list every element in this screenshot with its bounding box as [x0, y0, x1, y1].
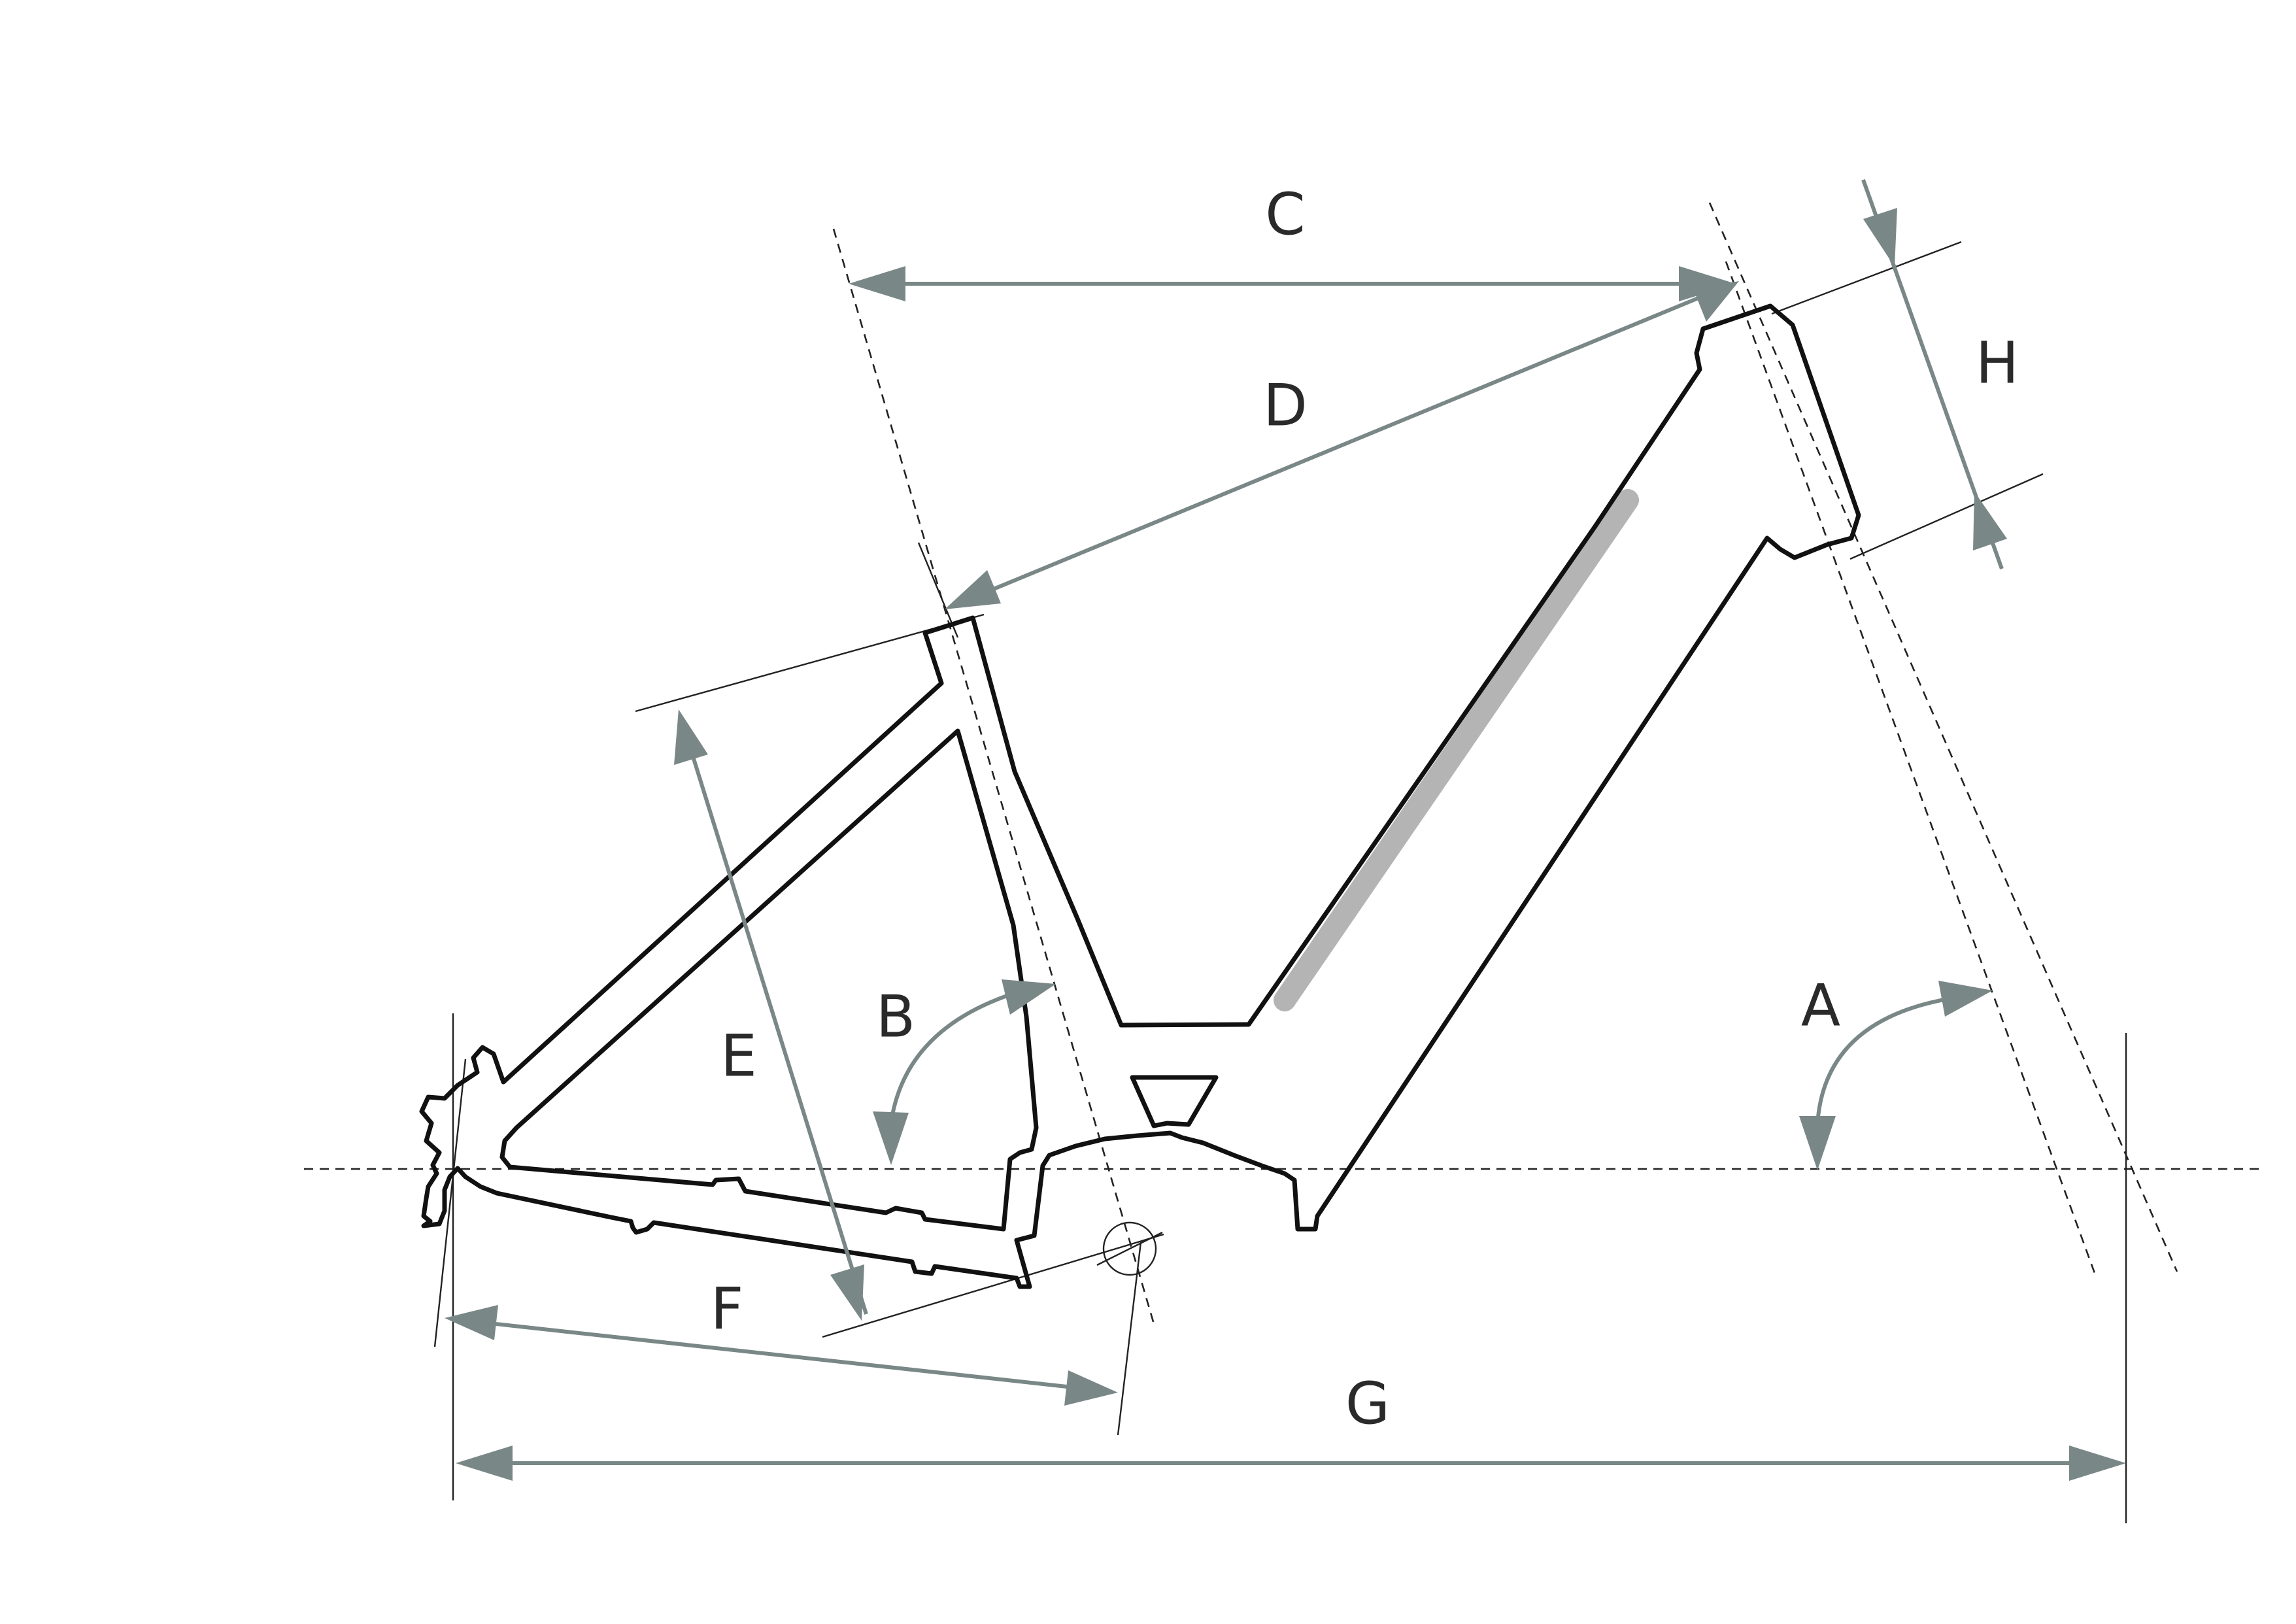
reference-lines: [304, 202, 2265, 1523]
dimension-g-arrowhead-left: [456, 1446, 513, 1481]
dimension-h-arrowhead-top: [1863, 208, 1897, 267]
battery-shadow: [1274, 489, 1639, 1011]
dimension-b-arc: [888, 989, 1024, 1128]
dimension-b-arrowhead-top: [1002, 979, 1056, 1015]
dimension-d-line: [986, 296, 1701, 594]
label-g: G: [1345, 1370, 1390, 1438]
bottom-bracket-circle: [1102, 1221, 1157, 1276]
seat-top-tick-line: [917, 542, 959, 638]
dimension-g-arrowhead-right: [2069, 1446, 2126, 1481]
head-tube-top-extension-line: [1771, 241, 1962, 315]
dimension-e-arrowhead-top: [674, 709, 708, 765]
dimension-d-arrowhead-left: [945, 570, 1001, 609]
inner-triangle-outline: [499, 728, 1039, 1232]
dimension-c-arrowhead-right: [1679, 266, 1736, 301]
dimension-f-line: [483, 1321, 1079, 1390]
rear-dropout-slant-line: [433, 1058, 467, 1347]
dimension-e-arrowhead-bottom: [830, 1264, 864, 1321]
dimension-e-line: [684, 735, 868, 1315]
label-h: H: [1976, 330, 2019, 397]
chainstay-lower-outline: [494, 1191, 1032, 1289]
dimension-arrows: [445, 178, 2126, 1481]
bottom-bracket-vertical-line: [1117, 1242, 1142, 1436]
label-a: A: [1801, 972, 1840, 1040]
seat-stay-top-outline: [922, 303, 1861, 1243]
dimension-f-arrowhead-right: [1064, 1370, 1118, 1406]
fork-axis-line: [1725, 261, 2097, 1276]
label-b: B: [876, 983, 915, 1051]
bottom-bracket-cross-line: [1096, 1231, 1163, 1266]
label-f: F: [711, 1276, 744, 1343]
label-c: C: [1265, 181, 1305, 248]
bike-frame: [419, 303, 1861, 1289]
label-e: E: [720, 1023, 757, 1090]
dimension-labels: C D H E B A F G: [711, 181, 2019, 1438]
dimension-h-arrowhead-bottom: [1973, 492, 2007, 550]
dimension-f-arrowhead-left: [445, 1305, 498, 1340]
dimension-a-arc: [1815, 996, 1952, 1125]
seat-stay-upper-outline: [419, 681, 944, 1228]
dimension-d-arrowhead-right: [1693, 281, 1739, 322]
dimension-a-arrowhead-bottom: [1799, 1116, 1836, 1170]
seat-tube-axis-line: [832, 228, 1155, 1325]
head-tube-axis-line: [1708, 202, 2178, 1272]
dimension-c-arrowhead-left: [849, 266, 905, 301]
dimension-a-arrowhead-top: [1938, 981, 1993, 1017]
dimension-b-arrowhead-bottom: [873, 1111, 909, 1165]
chainstay-reference-line: [822, 1233, 1164, 1338]
motor-mount-outline: [1130, 1075, 1219, 1128]
label-d: D: [1263, 372, 1308, 439]
head-tube-bottom-extension-line: [1849, 473, 2044, 560]
